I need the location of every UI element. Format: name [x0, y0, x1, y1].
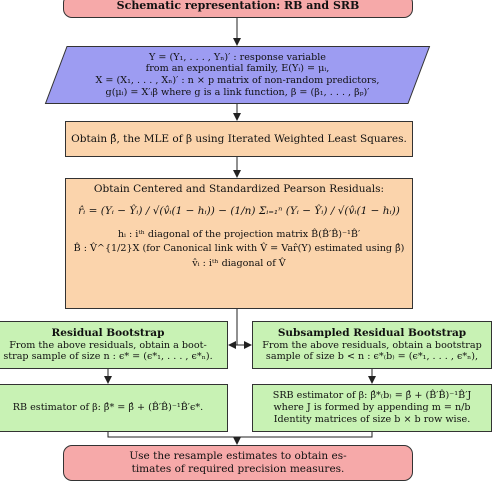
rb-heading: Residual Bootstrap: [51, 326, 165, 339]
rb-line-2: strap sample of size n : ϵ* = (ϵ*₁, . . …: [3, 351, 213, 363]
srb-estimator-line-1: SRB estimator of β: β̂*₍b₎ = β̂ + (B̂′B̂…: [272, 390, 472, 402]
srb-line-1: From the above residuals, obtain a boots…: [262, 339, 482, 351]
title-text: Schematic representation: RB and SRB: [116, 0, 360, 13]
flow-connectors: [104, 18, 376, 445]
mle-box: Obtain β̂, the MLE of β using Iterated W…: [65, 121, 413, 157]
input-text: Y = (Y₁, . . . , Yₙ)′ : response variabl…: [75, 46, 400, 104]
connector-rb-estimator-out: [107, 432, 237, 438]
pearson-line-v: v̂ᵢ : iᵗʰ diagonal of V̂: [192, 258, 286, 269]
rb-line-1: From the above residuals, obtain a boot-: [9, 339, 207, 351]
input-line-1: Y = (Y₁, . . . , Yₙ)′ : response variabl…: [149, 51, 326, 63]
srb-line-2: sample of size b < n : ϵ*₍b₎ = (ϵ*₁, . .…: [265, 351, 479, 363]
srb-heading: Subsampled Residual Bootstrap: [277, 326, 467, 339]
final-box: Use the resample estimates to obtain es-…: [63, 445, 413, 481]
rb-estimator-text: RB estimator of β: β̂* = β̂ + (B̂′B̂)⁻¹B…: [12, 402, 204, 414]
final-line-1: Use the resample estimates to obtain es-: [129, 450, 347, 463]
srb-estimator-box: SRB estimator of β: β̂*₍b₎ = β̂ + (B̂′B̂…: [252, 384, 492, 432]
input-line-4: g(μᵢ) = X′ᵢβ where g is a link function,…: [105, 86, 370, 98]
mle-text: Obtain β̂, the MLE of β using Iterated W…: [71, 132, 407, 145]
connector-srb-estimator-out: [237, 432, 373, 438]
input-line-3: X = (X₁, . . . , Xₙ)′ : n × p matrix of …: [95, 75, 380, 86]
rb-estimator-box: RB estimator of β: β̂* = β̂ + (B̂′B̂)⁻¹B…: [0, 384, 228, 432]
pearson-line-h: hᵢ : iᵗʰ diagonal of the projection matr…: [117, 228, 361, 240]
pearson-residuals-box: Obtain Centered and Standardized Pearson…: [65, 178, 413, 309]
subsampled-bootstrap-box: Subsampled Residual Bootstrap From the a…: [252, 321, 492, 369]
srb-estimator-line-2: where J is formed by appending m = n/b: [273, 402, 471, 414]
input-line-2: from an exponential family, E(Yᵢ) = μᵢ,: [145, 63, 330, 75]
title-box: Schematic representation: RB and SRB: [63, 0, 413, 18]
input-parallelogram: Y = (Y₁, . . . , Yₙ)′ : response variabl…: [44, 46, 431, 104]
final-line-2: timates of required precision measures.: [131, 463, 345, 475]
pearson-formula: r̂ᵢ = (Yᵢ − Ŷᵢ) / √(v̂ᵢ(1 − hᵢ)) − (1/n)…: [78, 204, 400, 217]
pearson-heading: Obtain Centered and Standardized Pearson…: [93, 183, 385, 195]
pearson-line-b: B̂ : V̂^{1/2}X (for Canonical link with …: [73, 243, 405, 255]
parallelogram-shape: [44, 46, 431, 104]
residual-bootstrap-box: Residual Bootstrap From the above residu…: [0, 321, 228, 369]
srb-estimator-line-3: Identity matrices of size b × b row wise…: [273, 413, 471, 425]
